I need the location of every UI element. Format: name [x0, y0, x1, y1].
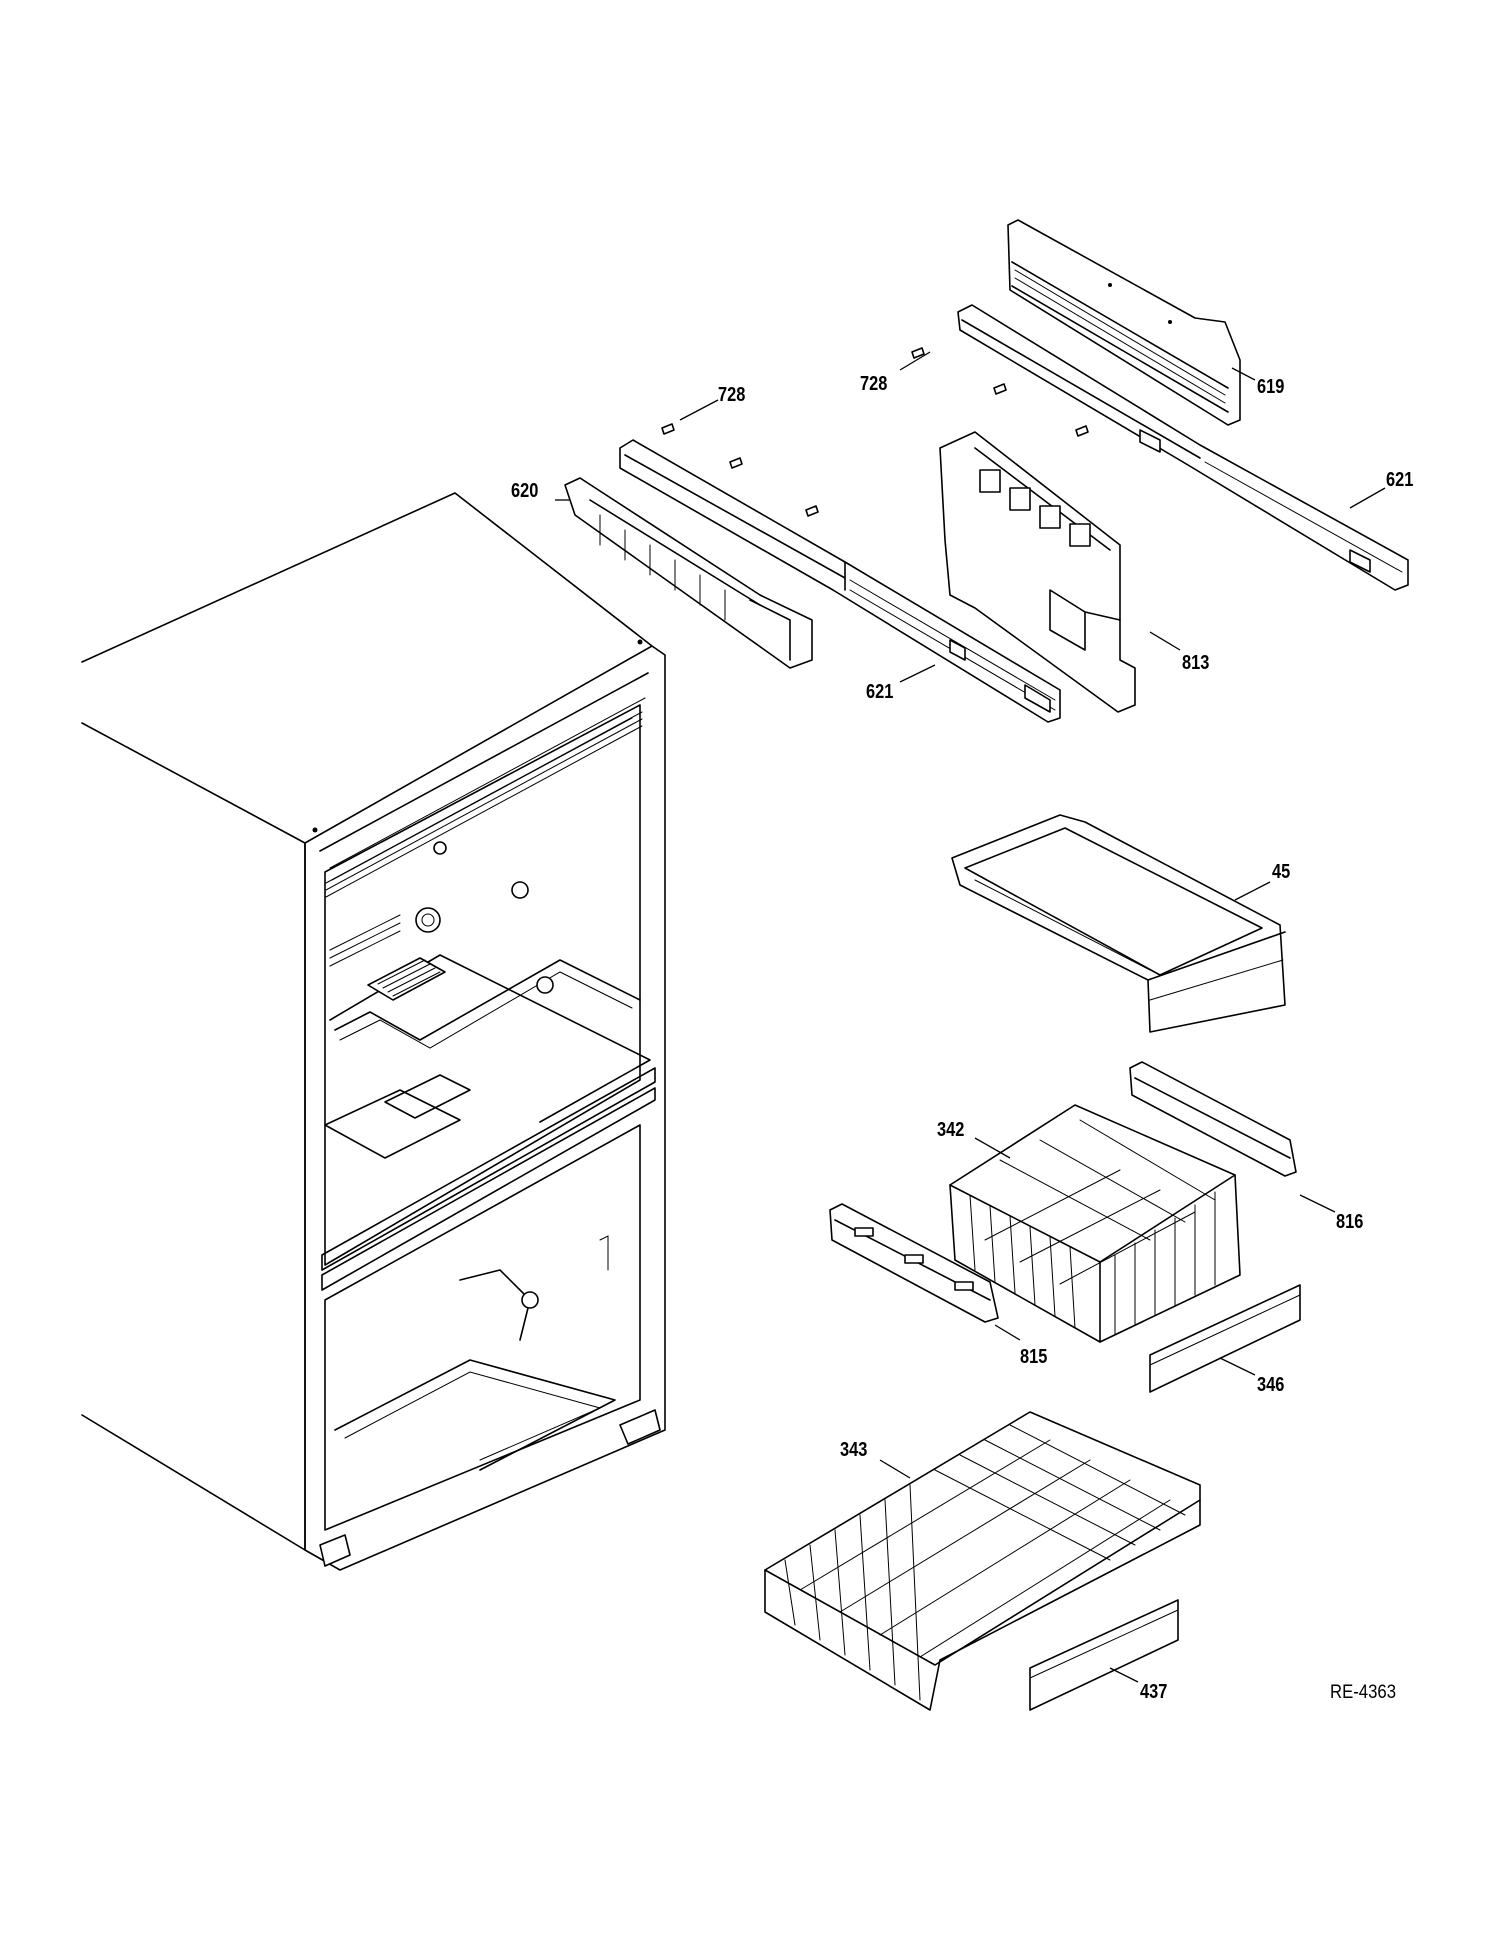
callout-815: 815 — [1020, 1346, 1048, 1368]
drawing-code: RE-4363 — [1330, 1682, 1396, 1703]
basket-343 — [764, 1411, 1201, 1711]
basket-342 — [949, 1104, 1241, 1343]
callout-45: 45 — [1272, 861, 1291, 883]
callout-620: 620 — [511, 480, 539, 502]
panel-437 — [1029, 1599, 1179, 1711]
slide-816 — [1129, 1061, 1297, 1177]
callout-343: 343 — [840, 1439, 868, 1461]
left-drawer-slide-assembly — [564, 439, 1061, 723]
callout-621-right: 621 — [1386, 469, 1414, 491]
callout-346: 346 — [1257, 1374, 1285, 1396]
right-drawer-slide-assembly — [939, 219, 1409, 713]
panel-346 — [1149, 1284, 1301, 1393]
callout-816: 816 — [1336, 1211, 1364, 1233]
screws-728 — [661, 347, 1089, 517]
callout-619: 619 — [1257, 376, 1285, 398]
refrigerator-cabinet — [81, 492, 666, 1571]
pan-45 — [951, 814, 1286, 1033]
callout-342: 342 — [937, 1119, 965, 1141]
callout-728-left: 728 — [718, 384, 746, 406]
callout-813: 813 — [1182, 652, 1210, 674]
callout-621-left: 621 — [866, 681, 894, 703]
callout-437: 437 — [1140, 1681, 1168, 1703]
slide-815 — [829, 1203, 999, 1323]
callout-728-right: 728 — [860, 373, 888, 395]
leader-lines — [555, 351, 1386, 1683]
